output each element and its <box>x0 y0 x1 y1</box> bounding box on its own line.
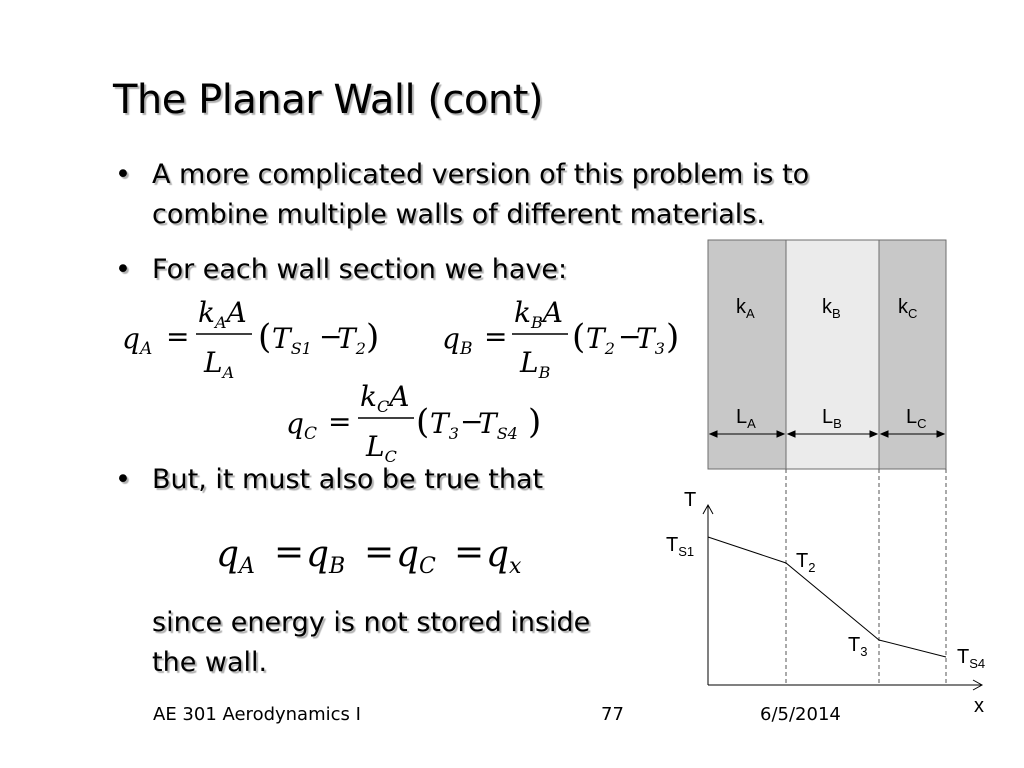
svg-text:qA: qA <box>216 534 255 579</box>
bullet-text-1a: A more complicated version of this probl… <box>152 159 810 190</box>
svg-text:=: = <box>328 405 351 438</box>
svg-text:TS4: TS4 <box>478 407 518 443</box>
slide-title: The Planar Wall (cont) <box>113 77 544 123</box>
svg-text:): ) <box>366 317 379 357</box>
closing-text-1: since energy is not stored inside <box>152 607 591 638</box>
wall-a <box>707 239 787 470</box>
svg-text:qC: qC <box>396 534 436 579</box>
wall-section-equations: qA = kAA LA ( TS1 − T2 ) qB = kBA LB ( T… <box>122 296 679 466</box>
svg-text:T3: T3 <box>636 322 665 358</box>
wall-b <box>785 239 880 470</box>
wall-c <box>878 239 947 470</box>
svg-text:T3: T3 <box>430 407 459 443</box>
svg-text:kBA: kBA <box>514 296 563 332</box>
svg-text:=: = <box>166 320 189 353</box>
axis-label-t: T <box>684 489 696 511</box>
k-label-b: kB <box>822 296 841 321</box>
bullet-text-3: But, it must also be true that <box>152 464 544 495</box>
projection-lines <box>785 469 947 685</box>
l-label-b: LB <box>822 406 842 431</box>
svg-text:−: − <box>460 405 483 438</box>
svg-text:qA: qA <box>122 322 152 359</box>
k-label-a: kA <box>736 296 755 321</box>
temp-label-t3: T3 <box>848 634 867 659</box>
temp-label-ts1: TS1 <box>666 534 694 559</box>
svg-text:kCA: kCA <box>360 380 409 416</box>
svg-text:(: ( <box>416 402 429 442</box>
svg-text:qC: qC <box>286 407 317 444</box>
svg-text:−: − <box>618 320 641 353</box>
bullet-text-1b: combine multiple walls of different mate… <box>152 199 765 230</box>
footer-course: AE 301 Aerodynamics I <box>153 704 361 725</box>
svg-text:qB: qB <box>306 534 345 579</box>
svg-text:=: = <box>454 532 484 573</box>
svg-text:qx: qx <box>486 534 522 579</box>
temp-label-t2: T2 <box>796 550 815 575</box>
bullet-marker: • <box>115 464 131 495</box>
flux-equality-equation: qA = qB = qC = qx <box>216 532 522 579</box>
bullet-marker: • <box>115 159 131 190</box>
svg-text:TS1: TS1 <box>272 322 312 358</box>
svg-text:=: = <box>484 320 507 353</box>
wall-temperature-diagram: kA kB kC LA LB LC T x TS1 T2 T3 TS4 <box>666 239 985 717</box>
svg-text:T2: T2 <box>586 322 615 358</box>
footer-page-number: 77 <box>601 704 624 725</box>
svg-text:=: = <box>364 532 394 573</box>
plot-axes <box>702 503 984 691</box>
closing-text-2: the wall. <box>152 647 268 678</box>
dimension-arrows <box>708 430 946 438</box>
svg-text:qB: qB <box>442 322 472 359</box>
svg-text:): ) <box>528 402 541 442</box>
k-label-c: kC <box>898 296 917 321</box>
svg-text:T2: T2 <box>337 322 366 358</box>
bullet-text-2: For each wall section we have: <box>152 254 568 285</box>
svg-text:): ) <box>666 317 679 357</box>
svg-text:−: − <box>319 320 342 353</box>
svg-text:LA: LA <box>203 346 234 382</box>
footer-date: 6/5/2014 <box>760 704 841 725</box>
svg-text:LB: LB <box>519 346 551 382</box>
l-label-c: LC <box>906 406 927 431</box>
axis-label-x: x <box>974 695 984 717</box>
svg-text:kAA: kAA <box>198 296 247 332</box>
temperature-profile <box>707 536 947 658</box>
l-label-a: LA <box>736 406 756 431</box>
temp-label-ts4: TS4 <box>957 646 985 671</box>
svg-text:=: = <box>274 532 304 573</box>
svg-text:(: ( <box>572 317 585 357</box>
svg-text:(: ( <box>258 317 271 357</box>
bullet-marker: • <box>115 254 131 285</box>
